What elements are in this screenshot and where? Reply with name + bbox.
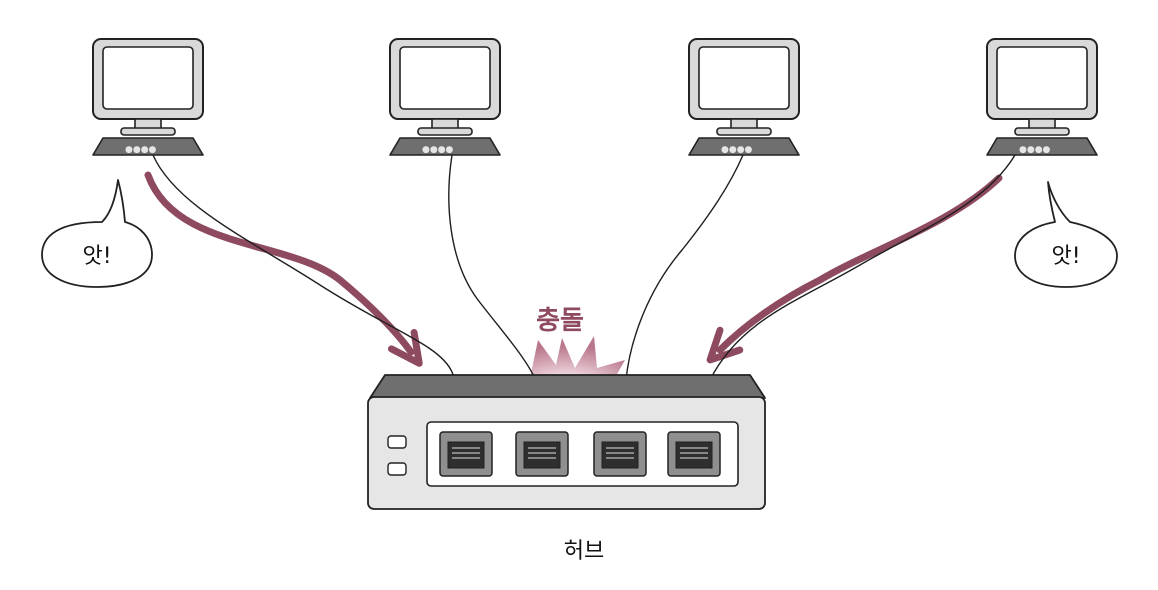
speech-bubble-right: 앗! — [1014, 181, 1118, 288]
keyboard-icon: ●●●● — [688, 137, 800, 156]
monitor-icon — [389, 38, 501, 136]
ethernet-port-icon-3 — [593, 431, 647, 477]
computer-2: ●●●● — [389, 38, 501, 156]
speech-bubble-left: 앗! — [41, 179, 153, 288]
collision-label: 충돌 — [536, 306, 584, 336]
monitor-icon — [688, 38, 800, 136]
hub-top-surface — [369, 374, 766, 399]
computer-4: ●●●● — [986, 38, 1098, 156]
speech-text-right: 앗! — [1051, 244, 1080, 269]
speech-text-left: 앗! — [82, 244, 111, 269]
hub-device — [367, 374, 766, 510]
monitor-icon — [986, 38, 1098, 136]
computer-3: ●●●● — [688, 38, 800, 156]
ethernet-port-icon-1 — [439, 431, 493, 477]
ethernet-port-icon-2 — [515, 431, 569, 477]
signal-arrow-left — [144, 171, 423, 367]
svg-text:●●●●: ●●●● — [125, 145, 157, 155]
hub-indicator-light-2 — [387, 462, 407, 476]
computer-1: ●●●● — [92, 38, 204, 156]
hub-indicator-light-1 — [387, 435, 407, 449]
ethernet-port-icon-4 — [667, 431, 721, 477]
hub-label: 허브 — [564, 539, 604, 564]
hub-port-panel — [426, 421, 739, 487]
keyboard-icon: ●●●● — [92, 137, 204, 156]
svg-text:●●●●: ●●●● — [721, 145, 753, 155]
monitor-icon — [92, 38, 204, 136]
svg-text:●●●●: ●●●● — [422, 145, 454, 155]
keyboard-icon: ●●●● — [986, 137, 1098, 156]
signal-arrow-right — [706, 174, 1003, 364]
svg-text:●●●●: ●●●● — [1019, 145, 1051, 155]
keyboard-icon: ●●●● — [389, 137, 501, 156]
